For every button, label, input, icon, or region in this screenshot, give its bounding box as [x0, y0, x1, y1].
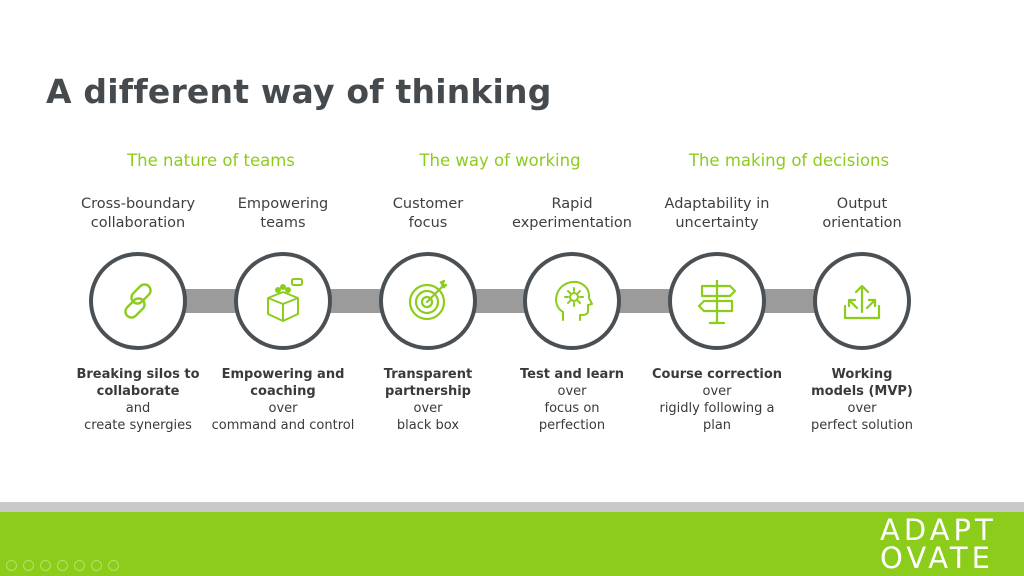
circle-customer-focus [379, 252, 477, 350]
circle-adaptability [668, 252, 766, 350]
subtitle-icon[interactable] [91, 560, 102, 571]
connector-bar [184, 289, 238, 313]
circle-output-orientation [813, 252, 911, 350]
head-gear-icon [555, 280, 593, 321]
box-team-icon [267, 278, 303, 322]
category-decisions: The making of decisions [688, 151, 890, 170]
connector-bar [474, 289, 528, 313]
circle-empowering [234, 252, 332, 350]
signpost-icon [697, 280, 737, 325]
page-title: A different way of thinking [46, 72, 552, 111]
prev-slide-icon[interactable] [6, 560, 17, 571]
pen-icon[interactable] [40, 560, 51, 571]
next-slide-icon[interactable] [23, 560, 34, 571]
connector-bar [763, 289, 817, 313]
link-icon [124, 283, 152, 319]
circle-rapid-experimentation [523, 252, 621, 350]
zoom-icon[interactable] [74, 560, 85, 571]
footer-divider [0, 502, 1024, 512]
grid-icon[interactable] [57, 560, 68, 571]
adaptovate-logo: ADAPT OVATE [880, 513, 997, 575]
output-arrows-icon [843, 284, 881, 320]
category-working: The way of working [419, 151, 581, 170]
target-icon [408, 279, 448, 321]
slideshow-controls[interactable] [6, 560, 119, 571]
connector-bar [329, 289, 383, 313]
footer-band [0, 512, 1024, 576]
circle-collaboration [89, 252, 187, 350]
category-teams: The nature of teams [127, 151, 295, 170]
more-icon[interactable] [108, 560, 119, 571]
connector-bar [618, 289, 672, 313]
